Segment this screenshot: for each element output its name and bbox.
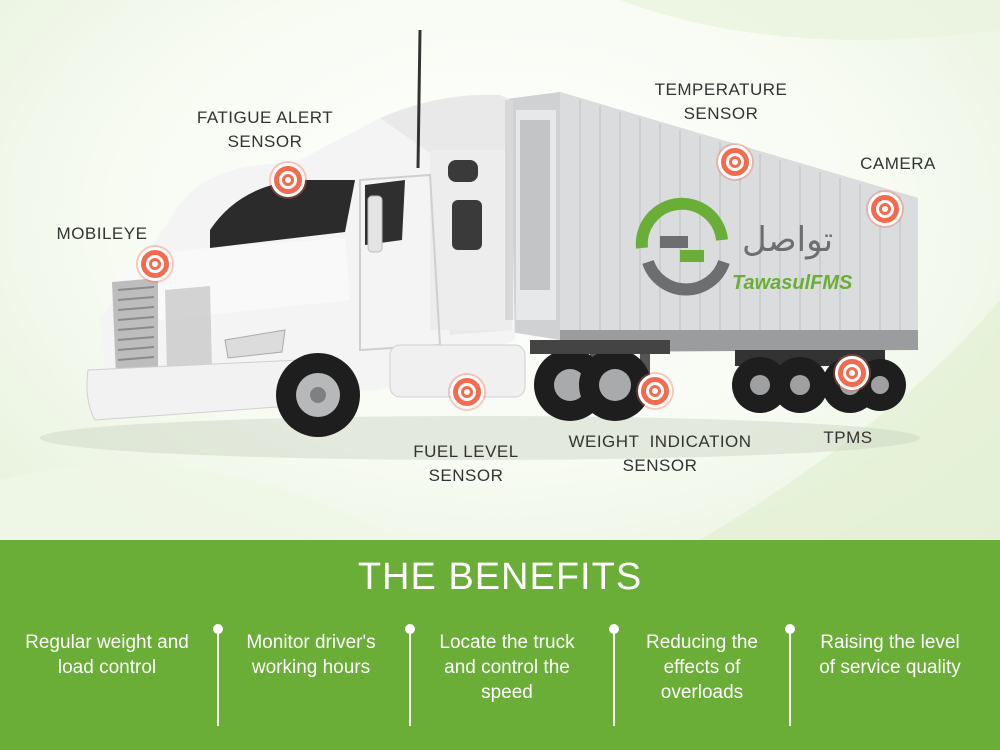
benefit-item-weight-control: Regular weight and load control xyxy=(25,632,189,678)
sensor-label-line: WEIGHT INDICATION xyxy=(568,432,752,451)
fatigue-sensor-marker-icon[interactable] xyxy=(271,163,305,197)
sensor-label-line: SENSOR xyxy=(227,132,303,151)
weight-indication-sensor-marker-icon[interactable] xyxy=(638,374,672,408)
benefits-section: THE BENEFITS Regular weight and load con… xyxy=(0,540,1000,750)
divider-dot-icon xyxy=(213,624,223,726)
sensor-label-line: CAMERA xyxy=(860,154,936,173)
benefit-item-locate-truck: Locate the truck and control the speed xyxy=(439,632,575,703)
sensor-label-weight-indication: WEIGHT INDICATION SENSOR xyxy=(550,430,770,478)
mobileye-marker-icon[interactable] xyxy=(138,247,172,281)
sensor-label-camera: CAMERA xyxy=(848,152,948,176)
sensor-label-line: FATIGUE ALERT xyxy=(196,108,334,127)
sensor-label-mobileye: MOBILEYE xyxy=(42,222,162,246)
fuel-level-sensor-marker-icon[interactable] xyxy=(450,375,484,409)
tpms-marker-icon[interactable] xyxy=(835,356,869,390)
sensor-label-line: TPMS xyxy=(823,428,873,447)
divider-dot-icon xyxy=(785,624,795,726)
brand-logo-mark xyxy=(635,197,730,296)
sensor-label-temperature: TEMPERATURE SENSOR xyxy=(640,78,802,126)
temperature-sensor-marker-icon[interactable] xyxy=(718,145,752,179)
sensor-label-line: SENSOR xyxy=(622,456,698,475)
benefit-item-reduce-overloads: Reducing the effects of overloads xyxy=(646,632,758,703)
benefits-title: THE BENEFITS xyxy=(357,556,643,598)
sensor-label-line: FUEL LEVEL xyxy=(413,442,519,461)
brand-arabic-name: تواصل xyxy=(742,220,834,260)
divider-dot-icon xyxy=(405,624,415,726)
sensor-label-line: SENSOR xyxy=(428,466,504,485)
divider-dot-icon xyxy=(609,624,619,726)
sensor-label-line: SENSOR xyxy=(683,104,759,123)
sensor-label-line: TEMPERATURE xyxy=(654,80,788,99)
camera-marker-icon[interactable] xyxy=(868,192,902,226)
sensor-label-line: MOBILEYE xyxy=(56,224,148,243)
hero-section: تواصل TawasulFMS FATIGUE ALERT SENSOR TE… xyxy=(0,0,1000,540)
benefit-item-working-hours: Monitor driver's working hours xyxy=(246,632,376,678)
brand-latin-name: TawasulFMS xyxy=(732,272,853,294)
sensor-label-tpms: TPMS xyxy=(808,426,888,450)
sensor-label-fatigue-alert: FATIGUE ALERT SENSOR xyxy=(180,106,350,154)
benefit-item-service-quality: Raising the level of service quality xyxy=(819,632,961,678)
sensor-label-fuel-level: FUEL LEVEL SENSOR xyxy=(400,440,532,488)
truck-illustration xyxy=(0,0,1000,540)
